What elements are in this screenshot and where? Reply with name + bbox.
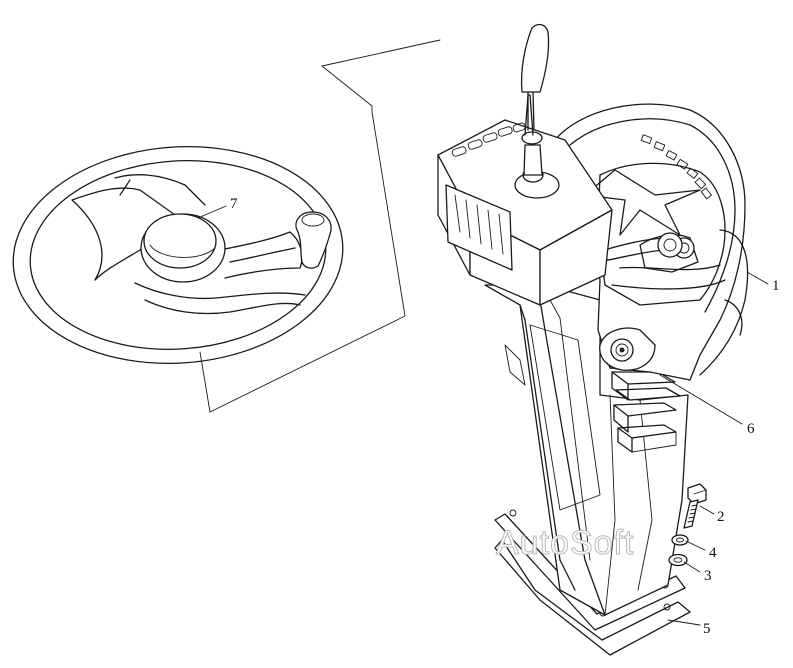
steering-wheel bbox=[12, 146, 344, 364]
steering-column bbox=[437, 23, 749, 656]
callout-1: 1 bbox=[772, 278, 780, 294]
side-vents bbox=[611, 371, 681, 453]
callout-2: 2 bbox=[717, 509, 725, 525]
callout-7: 7 bbox=[230, 196, 238, 212]
indicator-lamps bbox=[640, 134, 712, 200]
bolt bbox=[683, 483, 707, 529]
callout-6: 6 bbox=[747, 421, 755, 437]
callout-labels: 1 2 3 4 5 6 7 bbox=[230, 196, 780, 637]
leader-lines bbox=[197, 205, 769, 626]
lock-washer bbox=[671, 534, 689, 546]
callout-3: 3 bbox=[704, 568, 712, 584]
callout-5: 5 bbox=[703, 621, 711, 637]
instrument-box bbox=[437, 94, 613, 306]
callout-4: 4 bbox=[709, 545, 717, 561]
gear-lever bbox=[520, 23, 550, 131]
fasteners bbox=[668, 483, 707, 567]
projection-lines bbox=[199, 39, 441, 413]
flat-washer bbox=[668, 553, 688, 567]
round-switch bbox=[599, 327, 656, 371]
watermark-text: AutoSoft bbox=[496, 524, 634, 562]
dashboard-hood bbox=[554, 103, 749, 381]
top-lamp-strip bbox=[451, 122, 526, 157]
